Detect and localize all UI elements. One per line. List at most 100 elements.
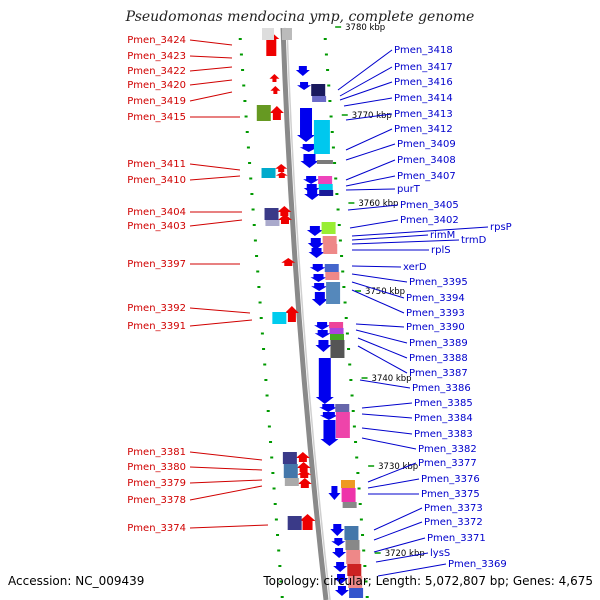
gene-label-right: rpsP <box>490 222 512 233</box>
label-leader-left <box>189 39 233 46</box>
reverse-gene <box>304 190 321 200</box>
scale-tick <box>350 394 354 397</box>
gene-label-left: Pmen_3415 <box>127 112 186 123</box>
gene-label-left: Pmen_3419 <box>127 96 186 107</box>
gene-label-right: Pmen_3375 <box>421 489 480 500</box>
label-leader-left <box>189 319 253 327</box>
scale-tick <box>336 208 340 211</box>
label-leader-left <box>189 479 263 484</box>
gene-feature-block <box>348 576 363 588</box>
scale-tick <box>357 487 361 490</box>
gene-feature-block <box>261 168 276 178</box>
gene-label-right: Pmen_3388 <box>409 353 468 364</box>
scale-tick <box>356 472 360 474</box>
scale-tick <box>338 239 342 242</box>
gene-feature-block <box>282 452 297 464</box>
kbp-marker: 3730 kbp <box>378 462 418 472</box>
scale-tick <box>327 84 331 87</box>
label-leader-right <box>377 563 447 577</box>
scale-tick <box>266 410 270 412</box>
gene-label-right: Pmen_3402 <box>400 215 459 226</box>
label-leader-right <box>373 521 423 541</box>
label-leader-right <box>345 128 393 151</box>
label-leader-right <box>345 188 396 191</box>
gene-label-right: Pmen_3417 <box>394 62 453 73</box>
label-leader-left <box>189 524 269 529</box>
track-shade <box>262 28 274 40</box>
scale-tick <box>349 379 353 381</box>
gene-feature-block <box>344 526 359 540</box>
reverse-gene <box>334 574 349 584</box>
kbp-marker: 3740 kbp <box>372 374 412 384</box>
kbp-marker: 3770 kbp <box>352 111 392 121</box>
label-leader-right <box>375 552 429 563</box>
gene-feature-block <box>284 478 299 486</box>
scale-tick <box>262 348 266 350</box>
reverse-gene <box>330 524 345 536</box>
reverse-gene <box>307 238 324 250</box>
gene-label-left: Pmen_3423 <box>127 51 186 62</box>
genome-summary-text: Topology: circular; Length: 5,072,807 bp… <box>263 574 593 588</box>
scale-tick <box>354 441 358 443</box>
forward-gene <box>269 106 284 120</box>
gene-label-right: Pmen_3413 <box>394 109 453 120</box>
gene-feature-block <box>287 516 302 530</box>
gene-label-right: Pmen_3418 <box>394 45 453 56</box>
scale-tick <box>365 596 369 598</box>
scale-tick <box>257 286 261 288</box>
label-leader-right <box>357 345 408 374</box>
gene-label-right: Pmen_3414 <box>394 93 453 104</box>
label-leader-left <box>189 66 233 72</box>
scale-tick <box>255 255 259 257</box>
scale-tick <box>355 456 359 459</box>
scale-tick <box>330 131 334 133</box>
genome-title: Pseudomonas mendocina ymp, complete geno… <box>125 9 475 25</box>
scale-tick <box>252 224 256 226</box>
gene-label-right: Pmen_3387 <box>409 368 468 379</box>
label-leader-left <box>189 175 241 181</box>
gene-label-left: Pmen_3380 <box>127 462 186 473</box>
gene-label-left: Pmen_3410 <box>127 175 186 186</box>
reverse-gene <box>306 226 323 236</box>
scale-tick <box>341 270 345 273</box>
gene-label-left: Pmen_3403 <box>127 221 186 232</box>
gene-label-right: Pmen_3390 <box>406 322 465 333</box>
label-leader-right <box>351 239 460 245</box>
gene-label-right: Pmen_3407 <box>397 171 456 182</box>
label-leader-right <box>349 219 399 229</box>
scale-tick <box>238 38 242 40</box>
label-leader-right <box>351 281 405 299</box>
kbp-marker: 3720 kbp <box>385 549 425 559</box>
scale-tick <box>250 193 254 195</box>
scale-tick <box>260 332 264 335</box>
scale-tick <box>340 255 344 257</box>
gene-feature-block <box>340 480 355 488</box>
label-leader-right <box>339 81 393 101</box>
gene-feature-block <box>313 120 330 154</box>
genome-backbone <box>280 27 329 600</box>
gene-feature-block <box>264 208 279 220</box>
gene-feature-block <box>347 564 362 576</box>
gene-label-left: Pmen_3420 <box>127 80 186 91</box>
gene-label-right: Pmen_3405 <box>400 200 459 211</box>
scale-tick <box>352 425 356 428</box>
scale-tick <box>258 301 262 304</box>
scale-tick <box>344 317 348 319</box>
gene-label-left: Pmen_3381 <box>127 447 186 458</box>
forward-gene <box>277 206 292 216</box>
gene-feature-block <box>283 464 298 478</box>
forward-gene <box>281 258 296 266</box>
scale-tick <box>362 549 366 552</box>
scale-tick <box>363 565 367 567</box>
reverse-gene <box>309 264 326 272</box>
forward-gene <box>275 172 288 178</box>
gene-label-right: Pmen_3371 <box>427 533 486 544</box>
scale-tick <box>361 534 365 536</box>
reverse-gene <box>320 420 339 446</box>
label-leader-right <box>345 159 396 181</box>
gene-feature-block <box>322 236 337 244</box>
reverse-gene <box>310 274 327 282</box>
gene-label-right: Pmen_3384 <box>414 413 473 424</box>
scale-tick <box>331 146 335 149</box>
scale-tick <box>334 177 338 180</box>
